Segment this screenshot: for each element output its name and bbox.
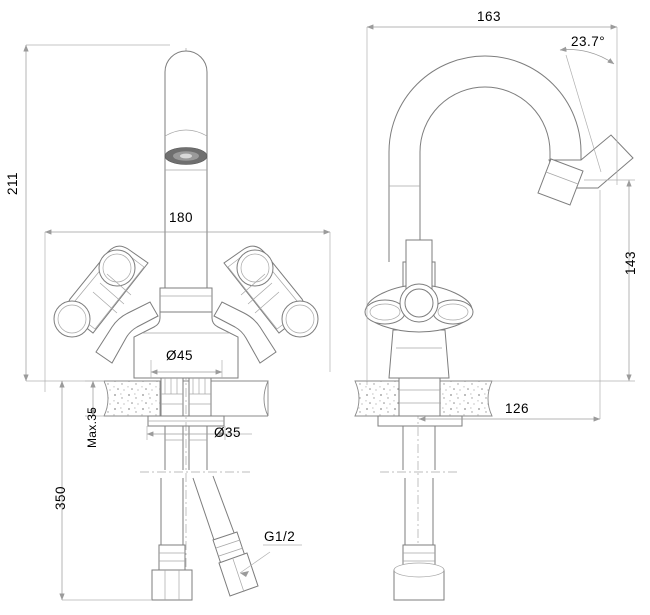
side-backnut [377, 415, 463, 427]
hose-left-ferrule-rings [159, 552, 185, 562]
hose-right-nut-flat [232, 558, 245, 593]
front-hose-left [151, 478, 193, 601]
hose-left-nut [151, 569, 193, 601]
side-hose-nut-top [393, 562, 445, 578]
shank-left [160, 377, 184, 417]
front-shanks [147, 377, 225, 427]
side-shank [398, 377, 441, 417]
collar-block [159, 287, 213, 313]
hose-left-body [160, 478, 184, 545]
body-lower-shell [133, 311, 239, 379]
tube-right-upper [188, 426, 208, 470]
left-handle-grooves [92, 273, 132, 314]
left-handle-ring-top-inner [102, 253, 132, 283]
side-dimensions [366, 24, 635, 422]
front-handle-left [53, 245, 159, 364]
handle-hub-inner [404, 288, 434, 318]
right-handle-stem [213, 301, 277, 364]
left-handle-stem [95, 301, 159, 364]
hose-right-ferrule-rings [215, 539, 244, 557]
tube-left-upper [164, 426, 184, 470]
right-handle-ring-bottom-inner [285, 304, 315, 334]
side-deck-hatch-right [439, 380, 493, 417]
front-view-group [53, 48, 319, 601]
side-deck-hatch-left [354, 380, 400, 417]
side-view-group [354, 55, 634, 601]
aerator-core [180, 153, 192, 159]
deck-hatch-right [212, 380, 269, 417]
front-handle-right [213, 245, 319, 364]
ext-angle-ref [565, 54, 602, 173]
spout-nozzle-tip [537, 158, 584, 206]
backnut-plate [147, 415, 225, 427]
side-shank-rings [399, 389, 440, 404]
left-handle-ring-bottom-inner [57, 304, 87, 334]
leader-g12 [239, 551, 271, 574]
spout-inner-arc [419, 86, 551, 262]
side-body [364, 239, 474, 379]
side-hose-ferrule-rings [403, 552, 435, 562]
body-flare [388, 329, 450, 379]
side-cross-handle [364, 239, 474, 333]
hose-left-nut-flats [164, 570, 180, 600]
shank-threads [164, 378, 206, 394]
shank-right [188, 377, 212, 417]
front-supply-tubes [140, 426, 250, 473]
side-hose-body [404, 478, 434, 545]
front-hose-right [192, 475, 259, 597]
right-handle-ring-top-inner [240, 253, 270, 283]
right-handle-grooves [240, 273, 280, 314]
side-deck-section [354, 377, 493, 427]
dimarc-237 [559, 46, 615, 65]
hose-right-body [192, 475, 237, 541]
hose-left-ferrule [158, 544, 186, 571]
handle-end-left-inner [369, 303, 401, 321]
nozzle-ring [545, 171, 579, 185]
side-tube-upper [402, 426, 436, 470]
deck-hatch-left [103, 380, 161, 417]
spout-dome-seam [164, 129, 208, 137]
leader-g12-arrow [240, 571, 249, 577]
front-dimensions [23, 44, 331, 601]
side-supply [380, 426, 460, 601]
front-body-collar [133, 287, 239, 379]
handle-end-right-inner [437, 303, 469, 321]
side-spout [388, 55, 634, 262]
spout-outer-arc [388, 55, 582, 262]
